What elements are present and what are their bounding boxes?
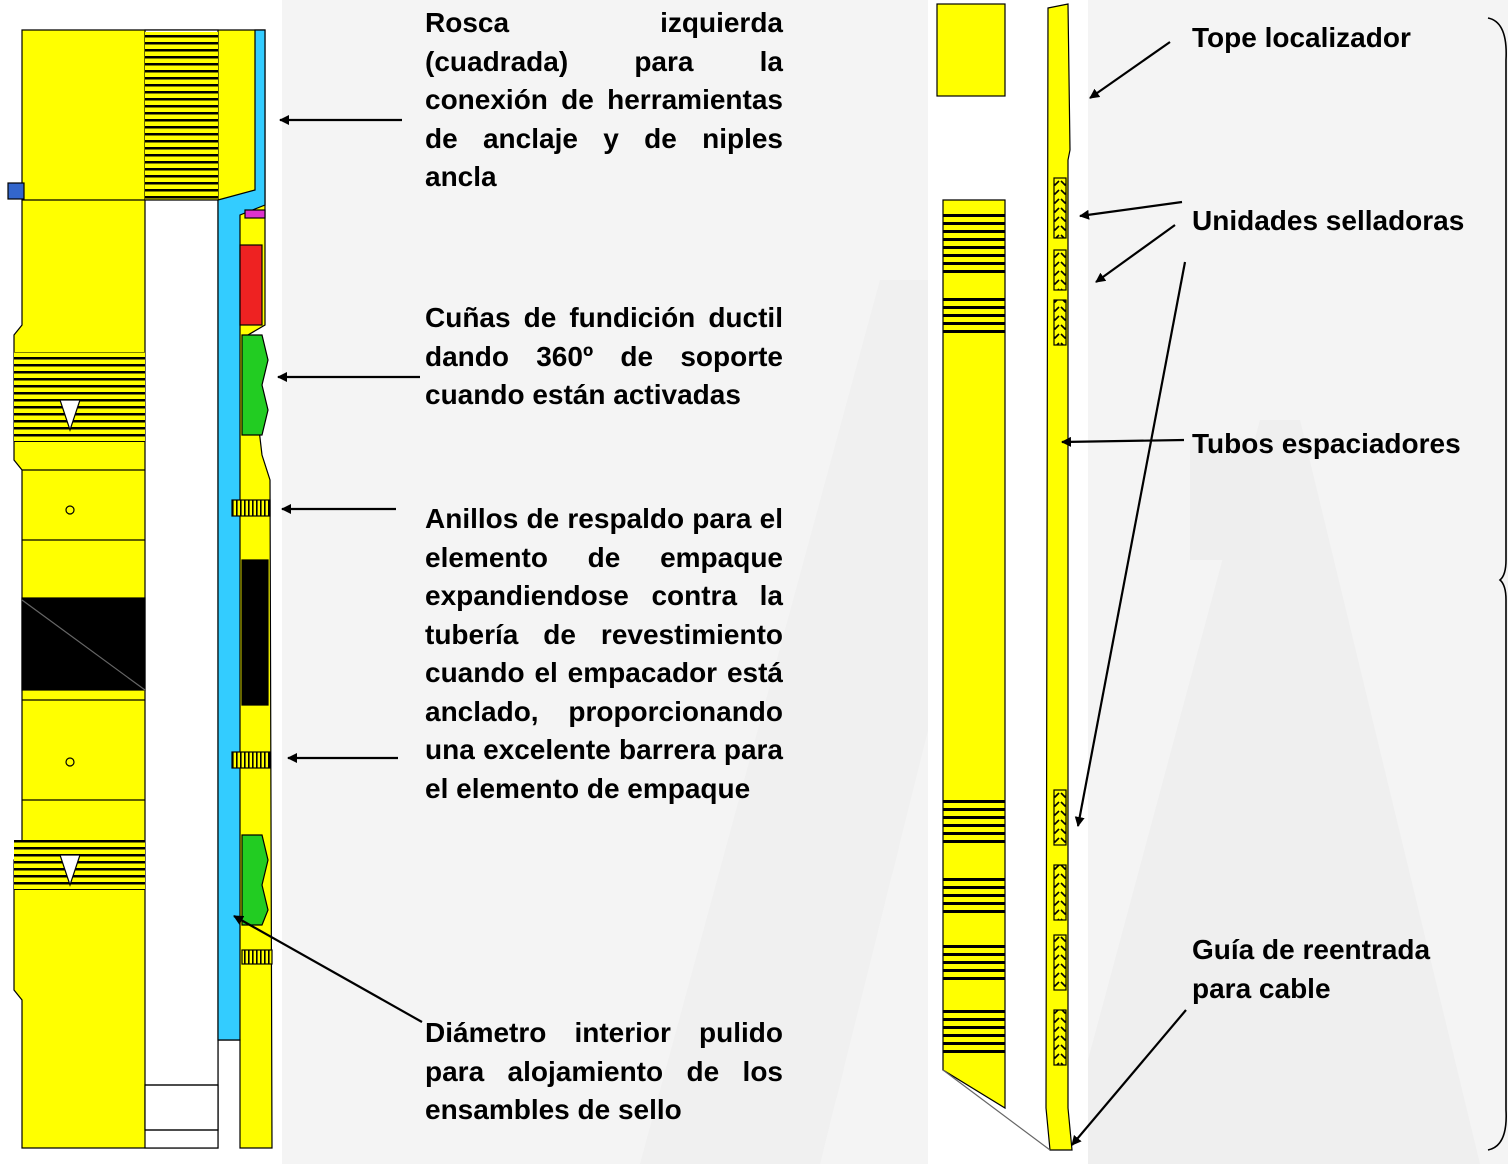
upper-backup-ring [231, 499, 271, 517]
description-ductile-slips: Cuñas de fundición ductil dando 360º de … [425, 302, 783, 410]
seal-unit-1 [1053, 177, 1067, 239]
inner-sleeve [217, 29, 266, 1041]
packer-assembly [0, 0, 282, 1164]
assembly-brace [1487, 17, 1507, 1151]
arrow-seals-1 [1079, 200, 1183, 220]
shear-pin [244, 209, 266, 219]
left-callout-arrows [233, 115, 423, 1023]
body-grooves-upper [14, 352, 145, 442]
seal-assembly [928, 0, 1088, 1164]
seal-unit-7 [1053, 1009, 1067, 1066]
seal-unit-5 [1053, 864, 1067, 921]
locator-block [936, 3, 1006, 97]
arrow-guide [1071, 1009, 1187, 1146]
upper-slips [241, 334, 269, 436]
description-backup-rings: Anillos de respaldo para el elemento de … [425, 503, 783, 804]
arrow-seals-2 [1095, 224, 1176, 283]
seal-unit-2 [1053, 249, 1067, 291]
description-left-thread: Rosca izquierda (cuadrada) para la conex… [425, 7, 783, 192]
lower-backup-ring [231, 751, 271, 769]
inner-bore [144, 29, 219, 1149]
arrow-seals-3 [1074, 261, 1187, 827]
box-threads [145, 32, 218, 200]
seal-unit-4 [1053, 789, 1067, 846]
arrow-bore [233, 915, 423, 1023]
arrow-locator [1089, 41, 1171, 99]
arrow-spacers [1061, 436, 1185, 447]
label-reentry-guide: Guía de reentrada para cable [1192, 934, 1431, 1004]
seal-unit-3 [1053, 299, 1067, 346]
lock-ring-threads [239, 244, 263, 326]
right-callout-arrows [1061, 41, 1187, 1146]
description-polished-bore: Diámetro interior pulido para alojamient… [425, 1017, 783, 1125]
lower-slips [241, 834, 269, 926]
body-grooves-lower [14, 840, 145, 890]
label-seal-units: Unidades selladoras [1192, 205, 1465, 236]
seal-unit-6 [1053, 934, 1067, 991]
left-tube-bands [943, 214, 1005, 1053]
label-locator-stop: Tope localizador [1192, 22, 1411, 53]
label-spacer-tubes: Tubos espaciadores [1192, 428, 1461, 459]
